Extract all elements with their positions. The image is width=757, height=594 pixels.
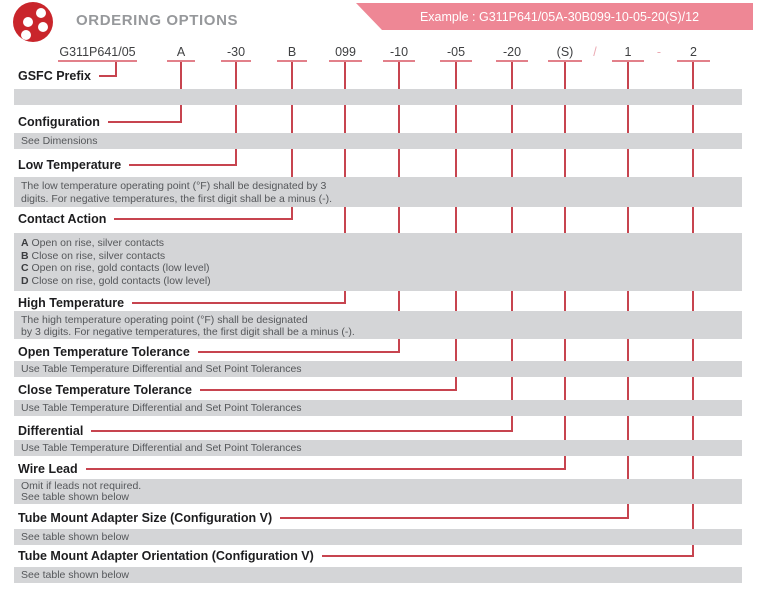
description-bar-configuration: See Dimensions xyxy=(14,133,742,149)
connector-line-close-temperature-tolerance xyxy=(455,62,457,391)
part-segment-configuration: A xyxy=(167,45,195,62)
section-label-high-temperature: High Temperature xyxy=(18,296,346,310)
segment-underline xyxy=(383,60,415,62)
connector-line xyxy=(129,164,237,166)
description-bar-open-temperature-tolerance: Use Table Temperature Differential and S… xyxy=(14,361,742,377)
part-segment-adapter-orientation: 2 xyxy=(677,45,710,62)
section-label-wire-lead: Wire Lead xyxy=(18,462,566,476)
brand-four-dots-logo-icon xyxy=(13,2,53,42)
section-label-differential: Differential xyxy=(18,424,513,438)
section-label-open-temperature-tolerance: Open Temperature Tolerance xyxy=(18,345,400,359)
part-separator-slash: / xyxy=(593,45,597,59)
segment-underline xyxy=(496,60,528,62)
connector-line xyxy=(197,351,400,353)
part-segment-open-tolerance: -10 xyxy=(383,45,415,62)
part-separator-dash: - xyxy=(656,45,662,59)
segment-underline xyxy=(277,60,307,62)
section-label-tube-mount-adapter-orientation: Tube Mount Adapter Orientation (Configur… xyxy=(18,549,694,563)
connector-line xyxy=(114,218,293,220)
section-label-close-temperature-tolerance: Close Temperature Tolerance xyxy=(18,383,457,397)
description-bar-differential: Use Table Temperature Differential and S… xyxy=(14,440,742,456)
connector-line xyxy=(107,121,182,123)
page-title: ORDERING OPTIONS xyxy=(76,12,239,29)
segment-underline xyxy=(677,60,710,62)
logo-dot xyxy=(38,22,48,32)
logo-dot xyxy=(36,8,46,18)
connector-line-open-temperature-tolerance xyxy=(398,62,400,353)
logo-dot xyxy=(23,17,33,27)
part-segment-high-temperature: 099 xyxy=(329,45,362,62)
segment-underline xyxy=(440,60,472,62)
description-bar-tube-mount-adapter-orientation: See table shown below xyxy=(14,567,742,583)
part-segment-contact-action: B xyxy=(277,45,307,62)
description-bar-close-temperature-tolerance: Use Table Temperature Differential and S… xyxy=(14,400,742,416)
part-segment-low-temperature: -30 xyxy=(221,45,251,62)
description-bar-contact-action: A Open on rise, silver contacts B Close … xyxy=(14,233,742,291)
connector-line-gsfc-prefix xyxy=(115,62,117,77)
section-label-gsfc-prefix: GSFC Prefix xyxy=(18,69,117,83)
part-segment-close-tolerance: -05 xyxy=(440,45,472,62)
part-segment-adapter-size: 1 xyxy=(612,45,644,62)
description-bar-gsfc-prefix xyxy=(14,89,742,105)
part-segment-differential: -20 xyxy=(496,45,528,62)
part-segment-wire-lead: (S) xyxy=(548,45,582,62)
connector-line xyxy=(98,75,117,77)
connector-line xyxy=(321,555,694,557)
section-label-low-temperature: Low Temperature xyxy=(18,158,237,172)
logo-dot xyxy=(21,30,31,40)
description-bar-high-temperature: The high temperature operating point (°F… xyxy=(14,311,742,339)
connector-line xyxy=(91,430,513,432)
connector-line xyxy=(85,468,566,470)
description-bar-tube-mount-adapter-size: See table shown below xyxy=(14,529,742,545)
part-segment-gsfc-prefix: G311P641/05 xyxy=(58,45,137,62)
segment-underline xyxy=(329,60,362,62)
segment-underline xyxy=(548,60,582,62)
segment-underline xyxy=(167,60,195,62)
segment-underline xyxy=(612,60,644,62)
section-label-contact-action: Contact Action xyxy=(18,212,293,226)
connector-line-tube-mount-adapter-orientation xyxy=(692,62,694,557)
connector-line-low-temperature xyxy=(235,62,237,166)
description-bar-wire-lead: Omit if leads not required. See table sh… xyxy=(14,479,742,504)
example-banner-text: Example : G311P641/05A-30B099-10-05-20(S… xyxy=(419,9,700,24)
segment-underline xyxy=(58,60,137,62)
connector-line xyxy=(132,302,346,304)
segment-underline xyxy=(221,60,251,62)
section-label-configuration: Configuration xyxy=(18,115,182,129)
connector-line xyxy=(280,517,629,519)
example-banner: Example : G311P641/05A-30B099-10-05-20(S… xyxy=(356,3,753,30)
description-bar-low-temperature: The low temperature operating point (°F)… xyxy=(14,177,742,207)
connector-line xyxy=(199,389,457,391)
section-label-tube-mount-adapter-size: Tube Mount Adapter Size (Configuration V… xyxy=(18,511,629,525)
